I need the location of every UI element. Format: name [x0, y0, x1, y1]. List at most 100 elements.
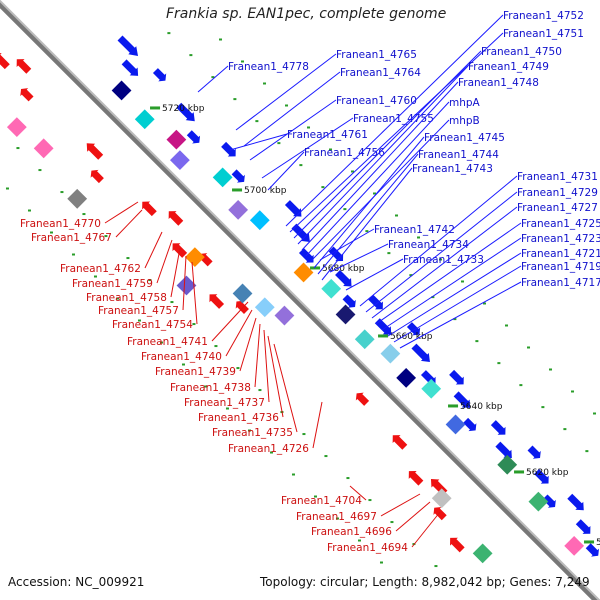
track-tick [285, 104, 289, 107]
gene-label-forward: Franean1_4765 [336, 49, 417, 61]
track-tick [329, 148, 333, 151]
gene-forward [176, 102, 195, 122]
feature-block [249, 210, 270, 231]
gene-forward [534, 468, 549, 484]
gene-label-forward: mhpA [449, 97, 481, 109]
kbp-tick [378, 334, 389, 338]
gene-label-forward: Franean1_4764 [340, 67, 421, 79]
gene-reverse [86, 143, 104, 160]
gene-forward [567, 493, 584, 511]
track-tick [368, 499, 372, 502]
callout-line [170, 247, 181, 298]
callout-line [104, 201, 139, 224]
gene-forward [152, 68, 167, 82]
track-tick [71, 253, 75, 256]
track-tick [49, 231, 53, 234]
callout-line [235, 53, 337, 131]
track-tick [126, 257, 130, 260]
feature-block [169, 150, 190, 171]
track-tick [192, 323, 196, 326]
track-tick [395, 214, 399, 217]
track-tick [189, 54, 193, 57]
gene-forward [368, 294, 383, 310]
track-tick [343, 208, 347, 211]
gene-reverse [209, 294, 225, 309]
callout-line [293, 50, 482, 239]
gene-reverse [392, 435, 408, 450]
gene-forward [374, 318, 392, 335]
feature-block [564, 535, 585, 556]
callout-line [317, 153, 419, 275]
gene-label-forward: Franean1_4719 [521, 261, 600, 273]
callout-line [301, 81, 459, 251]
callout-line [313, 136, 425, 269]
track-tick [181, 363, 185, 366]
feature-block [274, 305, 295, 326]
track-tick [167, 32, 171, 35]
gene-forward [453, 391, 471, 408]
gene-forward [221, 141, 236, 157]
gene-label-forward: Franean1_4742 [374, 224, 455, 236]
callout-line [115, 209, 143, 238]
track-tick [313, 495, 317, 498]
kbp-label: 5680 kbp [322, 264, 365, 274]
callout-line [399, 281, 522, 349]
gene-label-forward: Franean1_4717 [521, 277, 600, 289]
kbp-tick [310, 266, 321, 270]
track-tick [483, 302, 487, 305]
callout-line [359, 175, 518, 307]
callout-line [229, 133, 288, 151]
gene-label-reverse: Franean1_4759 [72, 278, 153, 290]
callout-line [319, 228, 375, 261]
callout-line [321, 167, 413, 281]
track-tick [461, 280, 465, 283]
track-tick [365, 230, 369, 233]
gene-label-forward: Franean1_4750 [481, 46, 562, 58]
callout-line [197, 65, 229, 93]
gene-label-reverse: Franean1_4735 [212, 427, 293, 439]
feature-block [431, 488, 452, 509]
track-tick [277, 142, 281, 145]
track-tick [60, 191, 64, 194]
feature-block [321, 278, 342, 299]
feature-block [293, 262, 314, 283]
gene-forward [186, 130, 201, 144]
track-tick [170, 301, 174, 304]
track-tick [302, 433, 306, 436]
track-tick [137, 319, 141, 322]
callout-line [211, 301, 249, 342]
track-tick [585, 450, 589, 453]
gene-label-forward: Franean1_4761 [287, 129, 368, 141]
gene-forward [490, 420, 506, 435]
gene-reverse [235, 300, 249, 315]
track-tick [417, 236, 421, 239]
gene-label-forward: Franean1_4748 [458, 77, 539, 89]
track-tick [431, 296, 435, 299]
gene-label-reverse: Franean1_4757 [98, 305, 179, 317]
gene-reverse [90, 169, 104, 184]
callout-line [225, 309, 253, 357]
gene-label-forward: Franean1_4756 [304, 147, 385, 159]
track-tick [307, 126, 311, 129]
gene-label-forward: Franean1_4734 [388, 239, 469, 251]
feature-block [184, 247, 205, 268]
gene-label-reverse: Franean1_4739 [155, 366, 236, 378]
track-tick [571, 390, 575, 393]
gene-label-reverse: Franean1_4736 [198, 412, 279, 424]
gene-label-forward: Franean1_4760 [336, 95, 417, 107]
gene-forward [542, 494, 556, 508]
callout-line [144, 231, 163, 269]
gene-label-forward: Franean1_4745 [424, 132, 505, 144]
feature-block [528, 491, 549, 512]
gene-forward [527, 445, 541, 459]
track-tick [549, 368, 553, 371]
track-tick [241, 60, 245, 63]
gene-forward [284, 200, 302, 217]
callout-line [349, 485, 367, 501]
callout-line [305, 101, 450, 257]
callout-line [273, 343, 298, 433]
gene-reverse [0, 53, 10, 70]
feature-block [176, 275, 197, 296]
